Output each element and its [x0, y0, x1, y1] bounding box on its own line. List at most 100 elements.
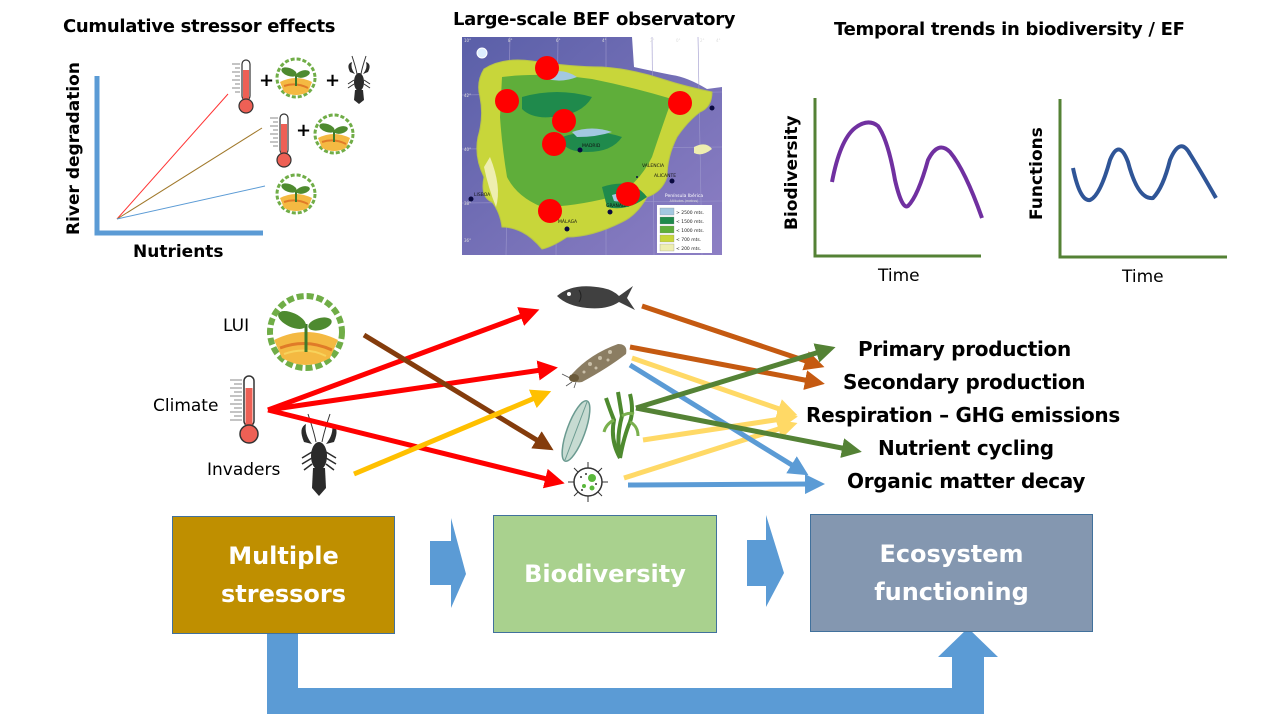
fish-icon — [557, 286, 635, 310]
observatory-site-marker — [668, 91, 692, 115]
longitude-label: 2° — [700, 38, 705, 43]
arrow-plants-to-respiration — [642, 409, 798, 443]
land-use-icon — [267, 293, 345, 371]
observatory-site-marker — [552, 109, 576, 133]
legend-swatch — [659, 243, 675, 252]
crayfish-icon — [301, 413, 337, 496]
arrow-plants-to-nutrient-cycling — [635, 405, 862, 458]
flow-box-label: Biodiversity — [524, 560, 686, 588]
stressor-label-climate: Climate — [153, 396, 219, 416]
longitude-label: 8° — [508, 38, 513, 43]
flow-arrow-stressors-to-biodiversity — [430, 518, 466, 608]
flow-box-label: functioning — [874, 578, 1029, 606]
functions-trend-line — [1071, 144, 1218, 203]
flow-box-ecosystem-functioning: Ecosystem functioning — [810, 514, 1093, 632]
plus-sign: + — [325, 70, 341, 91]
latitude-label: 42° — [464, 93, 471, 98]
cumulative-line-all-stressors — [116, 93, 229, 220]
cumulative-x-label: Nutrients — [133, 242, 224, 262]
latitude-label: 36° — [464, 238, 471, 243]
city-label: MADRID — [582, 143, 601, 149]
observatory-sites — [495, 56, 692, 223]
city-label: ALICANTE — [654, 173, 676, 179]
cumulative-line-lui — [116, 185, 266, 220]
longitude-label: 6° — [556, 38, 561, 43]
city-label: GRANADA — [606, 203, 629, 209]
observatory-site-marker — [495, 89, 519, 113]
temporal-panel-title: Temporal trends in biodiversity / EF — [834, 19, 1185, 40]
cumulative-line-climate-lui — [116, 127, 263, 220]
function-label-organic-matter-decay: Organic matter decay — [847, 469, 1086, 493]
latitude-label: 40° — [464, 147, 471, 152]
arrow-plants-to-primary-production — [635, 343, 836, 411]
arrow-climate-to-invertebrate — [267, 360, 558, 413]
legend-label: < 200 mts. — [676, 246, 701, 252]
city-label: LISBOA — [474, 192, 491, 198]
land-use-icon — [275, 57, 317, 99]
arrow-microbe-to-decay — [627, 474, 825, 495]
longitude-label: 0° — [676, 38, 681, 43]
land-use-icon — [275, 173, 317, 215]
cumulative-panel-title: Cumulative stressor effects — [63, 16, 336, 37]
thermometer-icon — [232, 59, 254, 114]
stressor-label-invaders: Invaders — [207, 460, 281, 480]
arrow-fish-to-secondary-production — [641, 303, 825, 371]
legend-swatch — [659, 207, 675, 216]
arrow-invaders-to-primary-producers — [353, 389, 552, 477]
longitude-label: 2° — [650, 38, 655, 43]
arrow-invertebrate-to-secondary-production — [629, 344, 825, 390]
thermometer-icon — [270, 113, 292, 168]
legend-label: < 1500 mts. — [676, 219, 704, 225]
latitude-label: 38° — [464, 201, 471, 206]
biodiversity-trend-line — [830, 120, 984, 219]
macrophyte-icon — [602, 391, 640, 459]
function-label-respiration: Respiration – GHG emissions — [806, 403, 1120, 427]
functions-x-label: Time — [1122, 267, 1164, 287]
land-use-icon — [313, 113, 355, 155]
caddisfly-larva-icon — [561, 344, 627, 389]
map-title: Península Ibérica — [665, 192, 703, 199]
flow-arrow-stressors-to-functioning — [267, 628, 998, 714]
iberian-peninsula-map: MADRID VALENCIA ALICANTE GRANADA MÁLAGA … — [461, 36, 723, 256]
plus-sign: + — [259, 70, 275, 91]
legend-label: < 700 mts. — [676, 237, 701, 243]
flow-box-label: Ecosystem — [879, 540, 1024, 568]
crayfish-icon — [347, 55, 371, 104]
microbe-icon — [568, 462, 608, 502]
plus-sign: + — [296, 120, 312, 141]
map-subtitle: Altitudes (metros) — [670, 199, 699, 203]
function-label-secondary-production: Secondary production — [843, 370, 1086, 394]
function-label-primary-production: Primary production — [858, 337, 1071, 361]
longitude-label: 10° — [464, 38, 471, 43]
legend-label: > 2500 mts. — [676, 210, 704, 216]
city-label: VALENCIA — [642, 163, 665, 169]
map-legend: > 2500 mts.< 1500 mts.< 1000 mts.< 700 m… — [659, 207, 704, 252]
arrow-lui-to-diatom — [362, 332, 554, 451]
observatory-panel-title: Large-scale BEF observatory — [453, 9, 736, 30]
flow-box-biodiversity: Biodiversity — [493, 515, 717, 633]
diatom-icon — [561, 400, 591, 462]
flow-box-label: stressors — [220, 580, 347, 608]
longitude-label: 4° — [602, 38, 607, 43]
stressor-label-lui: LUI — [223, 316, 250, 336]
legend-swatch — [659, 225, 675, 234]
flow-arrow-biodiversity-to-functioning — [747, 515, 784, 607]
biodiversity-chart-axes — [813, 98, 981, 258]
legend-swatch — [659, 216, 675, 225]
arrow-invertebrate-to-decay — [628, 362, 809, 476]
arrow-climate-to-microbe — [267, 407, 565, 489]
observatory-site-marker — [535, 56, 559, 80]
observatory-site-marker — [542, 132, 566, 156]
observatory-site-marker — [616, 182, 640, 206]
functions-chart-axes — [1058, 99, 1227, 259]
flow-box-label: Multiple — [228, 542, 339, 570]
city-label: MÁLAGA — [558, 218, 578, 225]
flow-box-multiple-stressors: Multiple stressors — [172, 516, 395, 634]
arrow-climate-to-fish — [267, 307, 540, 413]
observatory-site-marker — [538, 199, 562, 223]
longitude-label: 4° — [716, 38, 721, 43]
cumulative-axes — [94, 76, 263, 236]
